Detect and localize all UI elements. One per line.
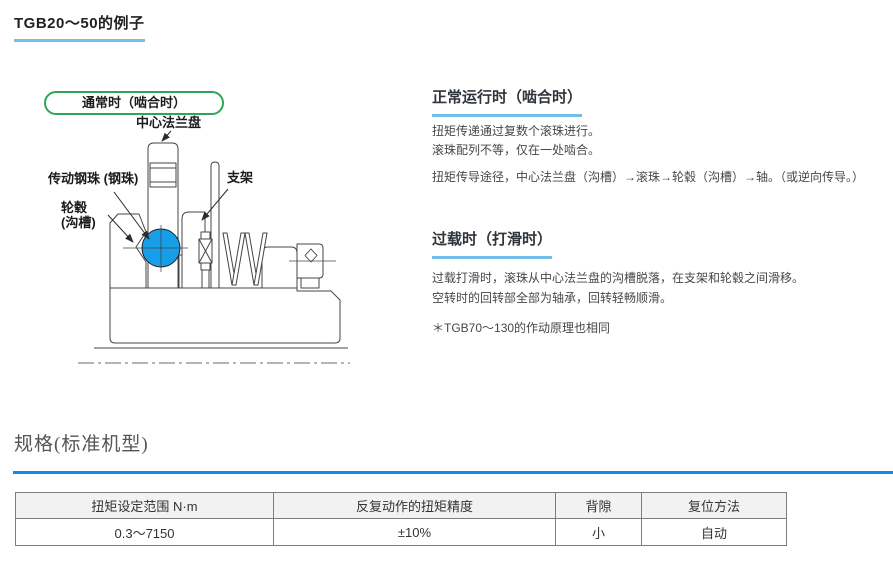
bearing-top (200, 231, 211, 240)
leader-line-support (201, 188, 229, 221)
overload-paragraph: 过载打滑时，滚珠从中心法兰盘的沟槽脱落，在支架和轮毂之间滑移。 空转时的回转部全… (432, 268, 804, 308)
cell-backlash: 小 (555, 518, 642, 546)
bearing-stem (201, 269, 210, 289)
header-torque-range: 扭矩设定范围 N·m (15, 492, 274, 519)
normal-paragraph-2: 扭矩传导途径，中心法兰盘（沟槽）→滚珠→轮毂（沟槽）→轴。（或逆向传导。） (432, 168, 864, 187)
shaft-body (109, 287, 341, 344)
normal-paragraph-1: 扭矩传递通过复数个滚珠进行。 滚珠配列不等，仅在一处啮合。 (432, 122, 600, 160)
page-title: TGB20～50的例子 (14, 12, 145, 42)
label-hub: 轮毂 (沟槽) (61, 200, 96, 230)
text-line: 滚珠配列不等，仅在一处啮合。 (432, 143, 601, 157)
cell-torque-accuracy: ±10% (273, 518, 556, 546)
label-hub-line2: (沟槽) (61, 215, 96, 230)
support-plate (210, 161, 220, 289)
bearing-x-icon (198, 238, 213, 264)
text-line: 过载打滑时，滚珠从中心法兰盘的沟槽脱落，在支架和轮毂之间滑移。 (432, 271, 805, 285)
table-header-row: 扭矩设定范围 N·m 反复动作的扭矩精度 背隙 复位方法 (15, 492, 787, 519)
header-torque-accuracy: 反复动作的扭矩精度 (273, 492, 556, 519)
nut-diamond-icon (304, 248, 318, 263)
header-backlash: 背隙 (555, 492, 642, 519)
leader-line-flange (161, 130, 172, 142)
header-reset-method: 复位方法 (641, 492, 787, 519)
flange-bearing-band (149, 162, 177, 188)
state-badge: 通常时（啮合时） (44, 91, 224, 115)
specs-heading: 规格(标准机型) (14, 434, 149, 455)
text-line: 扭矩传递通过复数个滚珠进行。 (432, 124, 601, 138)
end-piece (261, 246, 298, 289)
specs-table: 扭矩设定范围 N·m 反复动作的扭矩精度 背隙 复位方法 0.3～7150 ±1… (15, 492, 787, 546)
mechanism-diagram: 通常时（啮合时） 中心法兰盘 传动钢珠 (钢珠) 轮毂 (沟槽) 支架 (30, 85, 390, 395)
text-line: 扭矩传导途径，中心法兰盘（沟槽）→滚珠→轮毂（沟槽）→轴。（或逆向传导。） (432, 170, 865, 184)
label-drive-ball: 传动钢珠 (钢珠) (48, 171, 139, 186)
bearing-bottom (200, 262, 211, 271)
cell-reset-method: 自动 (641, 518, 787, 546)
label-hub-line1: 轮毂 (61, 200, 88, 215)
leader-line-ball (113, 191, 150, 240)
table-row: 0.3～7150 ±10% 小 自动 (15, 518, 787, 546)
label-center-flange: 中心法兰盘 (136, 115, 202, 130)
spring-strip (231, 232, 246, 286)
text-line: 空转时的回转部全部为轴承，回转轻畅顺滑。 (432, 291, 673, 305)
overload-note: ＊TGB70～130的作动原理也相同 (432, 321, 611, 335)
label-support: 支架 (227, 170, 254, 185)
support-shape (181, 211, 206, 289)
leader-line-hub (107, 214, 134, 243)
section-heading-overload: 过载时（打滑时） (432, 228, 553, 259)
spring-strip (253, 232, 268, 286)
mechanism-drawing (78, 130, 350, 364)
section-heading-normal: 正常运行时（啮合时） (432, 86, 583, 117)
nut-step (300, 277, 320, 289)
specs-divider (13, 471, 893, 474)
cell-torque-range: 0.3～7150 (15, 518, 274, 546)
hub-shape (109, 213, 147, 289)
